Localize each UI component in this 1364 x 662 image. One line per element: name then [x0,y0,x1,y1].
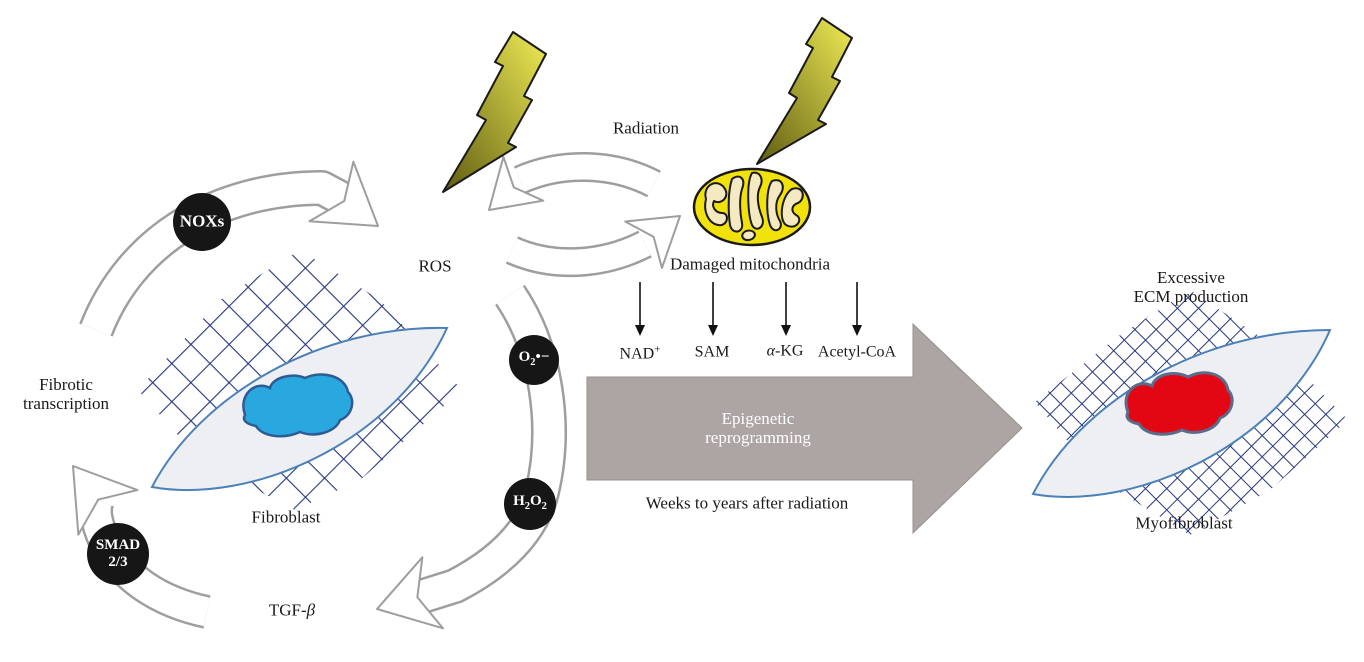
label-radiation: Radiation [612,118,680,138]
label-tgf-beta: TGF-β [268,600,316,620]
myofibroblast-nucleus [1124,371,1234,436]
cycle-arrow-ros-to-mito [505,191,700,278]
arrow-to-nad [635,282,645,336]
smad-node [87,523,149,585]
cycle-arrow-mito-to-ros [468,152,661,233]
arrow-to-sam [708,282,718,336]
label-fibroblast: Fibroblast [251,507,321,527]
myofibroblast-cell [1031,328,1332,498]
metabolite-arrows [635,282,862,336]
label-excessive-ecm: Excessive ECM production [1133,268,1249,306]
label-epigenetic-reprogramming: Epigenetic reprogramming [705,409,811,447]
h2o2-node [504,478,556,530]
label-myofibroblast: Myofibroblast [1135,513,1233,533]
beta-glyph: β [306,600,316,620]
lightning-icon-left [442,31,547,193]
alpha-glyph: α [766,342,775,360]
label-h2o2: H2O2 [513,493,547,512]
label-nad: NAD+ [619,343,661,363]
label-akg: α-KG [766,342,804,360]
label-acetyl-coa: Acetyl-CoA [817,343,897,361]
superoxide-node [509,335,559,385]
fibroblast-cell [150,326,449,491]
label-damaged-mitochondria: Damaged mitochondria [669,254,831,274]
label-ros: ROS [418,256,452,276]
label-fibrotic-transcription: Fibrotic transcription [23,375,109,413]
label-weeks-after-radiation: Weeks to years after radiation [645,493,849,513]
label-sam: SAM [694,343,730,361]
nad-plus-superscript: + [654,343,661,356]
label-noxs: NOXs [179,211,225,231]
epigenetic-reprogramming-arrow [586,322,1023,535]
arrow-to-acetylcoa [852,282,862,336]
fibroblast-nucleus [242,373,354,438]
mitochondria-icon [692,167,812,247]
noxs-node [173,193,231,251]
label-smad-2-3: SMAD 2/3 [95,537,141,570]
lightning-icon-right [756,17,853,165]
label-superoxide: O2•− [518,349,550,368]
arrow-to-akg [781,282,791,336]
